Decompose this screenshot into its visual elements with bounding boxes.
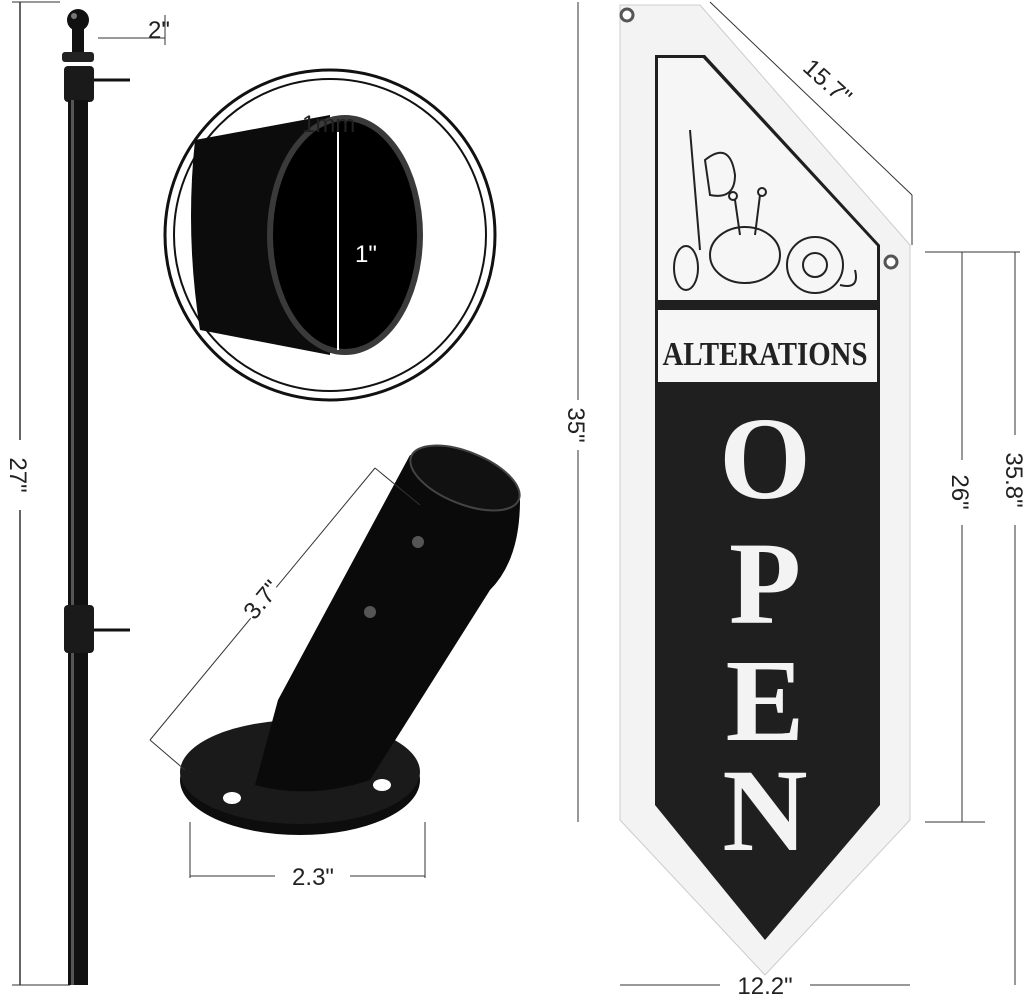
- finial-width-label: 2": [148, 17, 170, 44]
- pole-finial-ball: [67, 9, 89, 31]
- bracket-screw-1: [412, 536, 424, 548]
- diameter-label: 1": [355, 241, 377, 268]
- label-bg: [787, 40, 863, 114]
- banner-letter-n: N: [722, 745, 807, 876]
- top-spinner-clip: [64, 66, 94, 102]
- mounting-bracket: 3.7" 2.3": [149, 444, 521, 891]
- tube-opening: [273, 121, 417, 349]
- grommet-top: [619, 7, 635, 23]
- pole-length-label: 27": [4, 457, 31, 492]
- finial-highlight: [71, 13, 77, 19]
- wall-thickness-label: 1mm: [302, 111, 355, 138]
- banner-letter-e: E: [726, 635, 805, 766]
- bottom-spinner-clip: [64, 605, 94, 653]
- sewing-tools-icon: [673, 129, 857, 294]
- banner-height-label: 35": [562, 407, 589, 442]
- pole-highlight: [71, 100, 74, 985]
- label-bg: [4, 440, 38, 510]
- banner-heading: ALTERATIONS: [663, 336, 868, 373]
- screw-hole-left: [223, 792, 241, 804]
- top-edge-line: [709, 1, 913, 196]
- heading-band: [658, 310, 877, 382]
- grommet-right: [883, 254, 899, 270]
- right-total-label: 35.8": [1000, 452, 1024, 507]
- screw-hole-right: [373, 779, 391, 791]
- bracket-tube-opening: [409, 444, 521, 512]
- tools-illustration-panel: [658, 58, 877, 300]
- base-width-label: 2.3": [292, 864, 334, 891]
- banner-width-label: 12.2": [737, 973, 792, 1000]
- finial-neck: [72, 29, 84, 55]
- label-bg: [231, 571, 289, 629]
- banner-letter-o: O: [719, 393, 811, 524]
- alterations-open-banner: ALTERATIONS O P E N 35" 15.7" 26" 35.8" …: [562, 1, 1024, 1000]
- bracket-length-label: 3.7": [238, 575, 286, 624]
- tube-cross-section: 1mm 1": [163, 68, 497, 402]
- bracket-screw-2: [364, 606, 376, 618]
- banner-letter-p: P: [729, 518, 801, 649]
- flag-pole: 27" 2": [4, 1, 170, 986]
- top-ring: [62, 52, 94, 62]
- bracket-tube: [255, 455, 520, 792]
- bracket-tick-b: [374, 467, 421, 506]
- right-edge-label: 26": [946, 474, 973, 509]
- bracket-tick-a: [149, 739, 186, 771]
